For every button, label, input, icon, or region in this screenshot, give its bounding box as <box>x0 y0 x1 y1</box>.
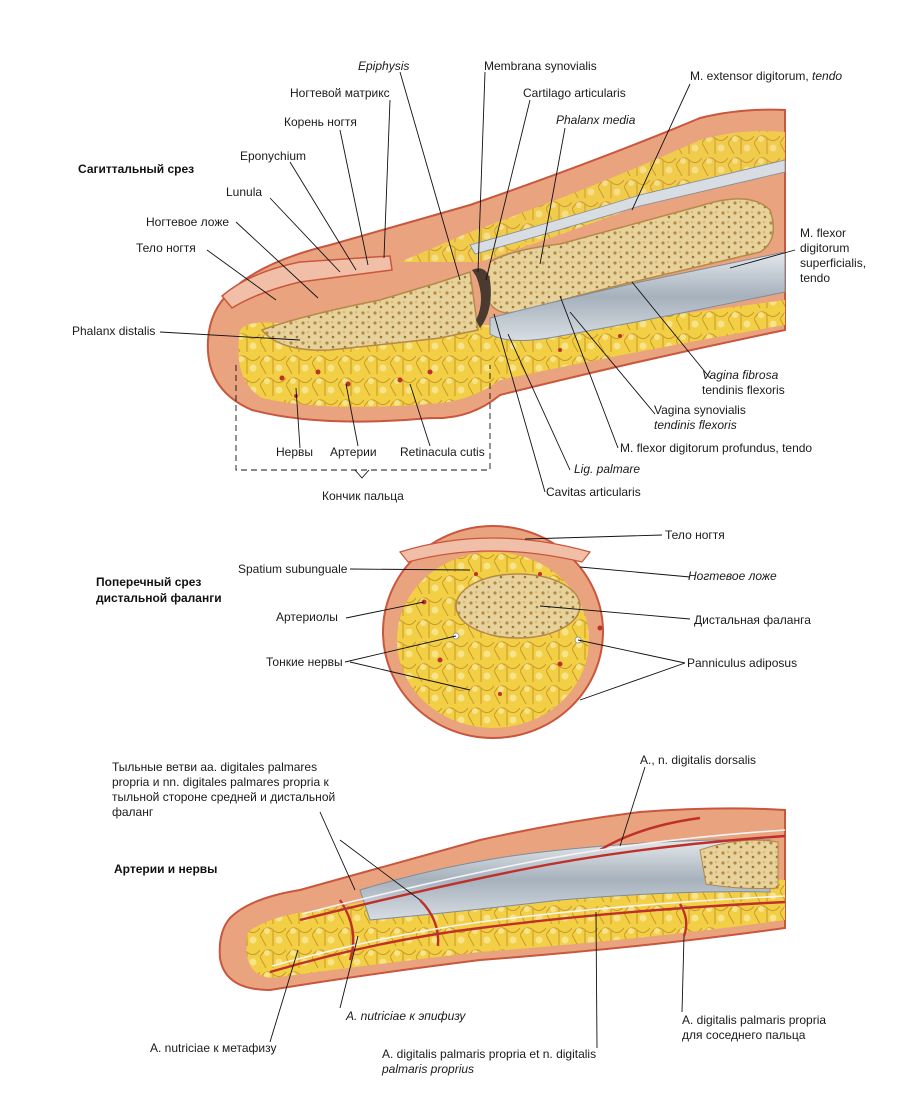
label-vagina-synovialis-2: tendinis flexoris <box>654 418 737 432</box>
label-a-dorsal-branches-2: propria и nn. digitales palmares propria… <box>112 775 329 789</box>
label-nail-bed: Ногтевое ложе <box>146 215 229 229</box>
label-nail-body: Тело ногтя <box>136 241 196 255</box>
label-retinacula-cutis: Retinacula cutis <box>400 445 485 459</box>
label-a-dorsal-branches-4: фаланг <box>112 805 154 819</box>
label-eponychium: Eponychium <box>240 149 306 163</box>
transverse-nail <box>398 537 592 563</box>
label-lig-palmare: Lig. palmare <box>574 462 640 476</box>
label-a-nutriciae-metaphysis: A. nutriciae к метафизу <box>150 1041 276 1055</box>
label-membrana-synovialis: Membrana synovialis <box>484 59 597 73</box>
an-arteries <box>269 816 786 974</box>
joint-cavity <box>472 268 491 328</box>
flexor-tendon-shape <box>489 251 786 342</box>
label-t-spatium-subunguale: Spatium subunguale <box>238 562 348 576</box>
label-nail-matrix: Ногтевой матрикс <box>290 86 390 100</box>
label-fingertip: Кончик пальца <box>322 489 404 503</box>
label-epiphysis: Epiphysis <box>358 59 409 73</box>
label-t-distal-phalanx: Дистальная фаланга <box>694 613 811 627</box>
heading-arteries-nerves: Артерии и нервы <box>114 862 217 876</box>
transverse-section-drawing <box>382 525 604 739</box>
heading-transverse-2: дистальной фаланги <box>96 591 222 605</box>
label-phalanx-media: Phalanx media <box>556 113 636 127</box>
label-flexor-superficialis-1: M. flexor <box>800 226 846 240</box>
label-vagina-fibrosa-1: Vagina fibrosa <box>702 368 779 382</box>
sagittal-dorsal-fat <box>400 131 785 262</box>
label-flexor-superficialis-2: digitorum <box>800 241 849 255</box>
label-a-palmaris-2: palmaris proprius <box>381 1062 474 1076</box>
distal-phalanx-bone <box>260 271 479 351</box>
label-a-dorsal-branches-3: тыльной стороне средней и дистальной <box>112 790 335 804</box>
heading-transverse-1: Поперечный срез <box>96 575 201 589</box>
arteries-nerves-drawing <box>218 807 786 992</box>
transverse-phalanx <box>455 573 581 639</box>
an-nerves <box>271 829 786 967</box>
label-a-palmaris-neighbor-1: A. digitalis palmaris propria <box>682 1013 826 1027</box>
label-t-nail-bed: Ногтевое ложе <box>688 569 777 583</box>
label-t-panniculus-adiposus: Panniculus adiposus <box>687 656 797 670</box>
label-a-dorsal-branches-1: Тыльные ветви аа. digitales palmares <box>112 760 317 774</box>
label-lunula: Lunula <box>226 185 262 199</box>
sagittal-vessels <box>279 334 622 398</box>
label-flexor-superficialis-3: superficialis, <box>800 256 866 270</box>
label-flexor-profundus: M. flexor digitorum profundus, tendo <box>620 441 812 455</box>
label-a-palmaris-neighbor-2: для соседнего пальца <box>682 1028 806 1042</box>
label-vagina-fibrosa-2: tendinis flexoris <box>702 383 785 397</box>
extensor-tendon-shape <box>469 159 786 255</box>
label-nerves: Нервы <box>276 445 313 459</box>
an-bone <box>699 839 779 889</box>
label-a-digitalis-dorsalis: A., n. digitalis dorsalis <box>640 753 756 767</box>
label-phalanx-distalis: Phalanx distalis <box>72 324 155 338</box>
label-nail-root: Корень ногтя <box>284 115 357 129</box>
label-a-nutriciae-epiphysis: A. nutriciae к эпифизу <box>345 1009 466 1023</box>
label-t-fine-nerves: Тонкие нервы <box>266 655 343 669</box>
sagittal-section-drawing <box>206 108 786 423</box>
transverse-arterioles <box>421 572 603 696</box>
label-cartilago-articularis: Cartilago articularis <box>523 86 626 100</box>
label-arteries: Артерии <box>330 445 377 459</box>
label-a-palmaris-1: A. digitalis palmaris propria et n. digi… <box>382 1047 596 1061</box>
heading-sagittal: Сагиттальный срез <box>78 162 194 176</box>
leader-lines <box>159 71 796 1049</box>
label-t-arterioles: Артериолы <box>276 610 338 624</box>
label-t-nail-body: Тело ногтя <box>665 528 725 542</box>
label-flexor-superficialis-4: tendo <box>800 271 830 285</box>
label-cavitas-articularis: Cavitas articularis <box>546 485 641 499</box>
nail-body-shape <box>220 255 393 309</box>
label-extensor-tendo: M. extensor digitorum, tendo <box>690 69 842 83</box>
label-vagina-synovialis-1: Vagina synovialis <box>654 403 746 417</box>
